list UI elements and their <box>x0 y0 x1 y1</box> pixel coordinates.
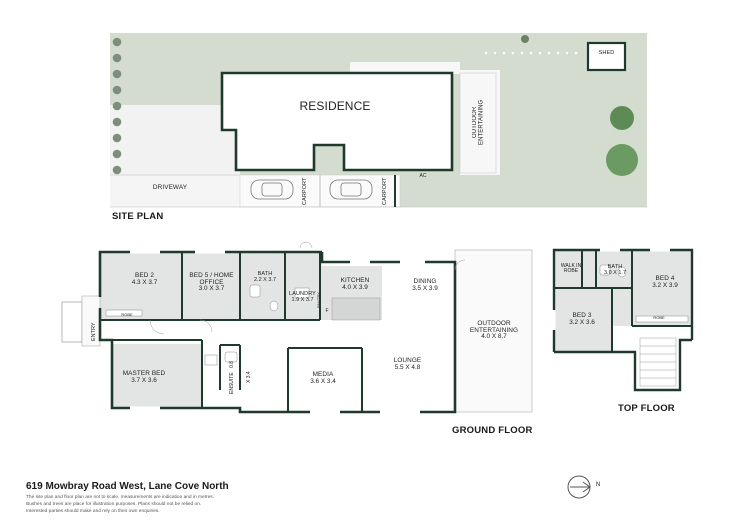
room-outdoor-entertaining: OUTDOOR ENTERTAINING 4.0 X 8.7 <box>469 320 519 341</box>
residence-label: RESIDENCE <box>299 99 371 113</box>
shed <box>586 41 627 72</box>
outdoor-entertaining-label: OUTDOOR ENTERTAINING <box>472 99 485 146</box>
property-address: 619 Mowbray Road West, Lane Cove North <box>26 481 229 492</box>
room-lounge: LOUNGE 5.5 X 4.8 <box>393 357 422 371</box>
top-floor-heading: TOP FLOOR <box>618 403 675 414</box>
robe-label: ROBE <box>121 312 133 317</box>
outdoor-entertaining-area <box>460 70 500 175</box>
tree-icon <box>521 35 529 43</box>
pantry-label: PANTRY <box>316 292 321 309</box>
north-arrow-icon <box>567 475 591 499</box>
room-top-bath: BATH 3.0 X 1.7 <box>603 264 627 276</box>
room-bed-3: BED 3 3.2 X 3.6 <box>569 312 595 326</box>
top-floor-drawing <box>552 248 694 392</box>
residence <box>220 71 454 172</box>
ac-label: AC <box>419 173 427 179</box>
disclaimer: The site plan and floor plan are not to … <box>26 495 214 514</box>
room-bed-5-home-office: BED 5 / HOME OFFICE 3.0 X 3.7 <box>189 272 234 293</box>
site-plan-heading: SITE PLAN <box>112 211 164 222</box>
room-ensuite: ENSUITE 0.8 X 3.4 <box>229 360 252 395</box>
room-kitchen: KITCHEN 4.0 X 3.9 <box>340 277 370 291</box>
room-bath: BATH 2.2 X 3.7 <box>253 271 277 283</box>
site-plan-drawing <box>110 33 647 208</box>
car-icon <box>250 179 373 200</box>
top-robe-label: ROBE <box>653 315 665 320</box>
ground-floor-heading: GROUND FLOOR <box>452 425 533 436</box>
entry-label: ENTRY <box>91 322 97 342</box>
carport-left-label: CARPORT <box>302 177 308 205</box>
room-bed-4: BED 4 3.2 X 3.9 <box>652 275 678 289</box>
room-media: MEDIA 3.6 X 3.4 <box>310 371 336 385</box>
tree-icon <box>112 37 122 175</box>
driveway-label: DRIVEWAY <box>152 184 188 191</box>
room-laundry: LAUNDRY 1.9 X 3.7 <box>289 291 316 303</box>
north-label: N <box>595 482 601 488</box>
carport-right-label: CARPORT <box>382 177 388 205</box>
tree-icon <box>610 106 634 130</box>
ground-floor-drawing <box>61 241 533 414</box>
room-walk-in-robe: WALK IN ROBE <box>560 263 582 275</box>
shed-label: SHED <box>598 50 615 56</box>
room-dining: DINING 3.5 X 3.9 <box>412 278 438 292</box>
fridge-label: F <box>325 308 329 314</box>
tree-icon <box>606 144 638 176</box>
room-master-bed: MASTER BED 3.7 X 3.6 <box>122 370 166 384</box>
room-bed-2: BED 2 4.3 X 3.7 <box>131 272 158 286</box>
